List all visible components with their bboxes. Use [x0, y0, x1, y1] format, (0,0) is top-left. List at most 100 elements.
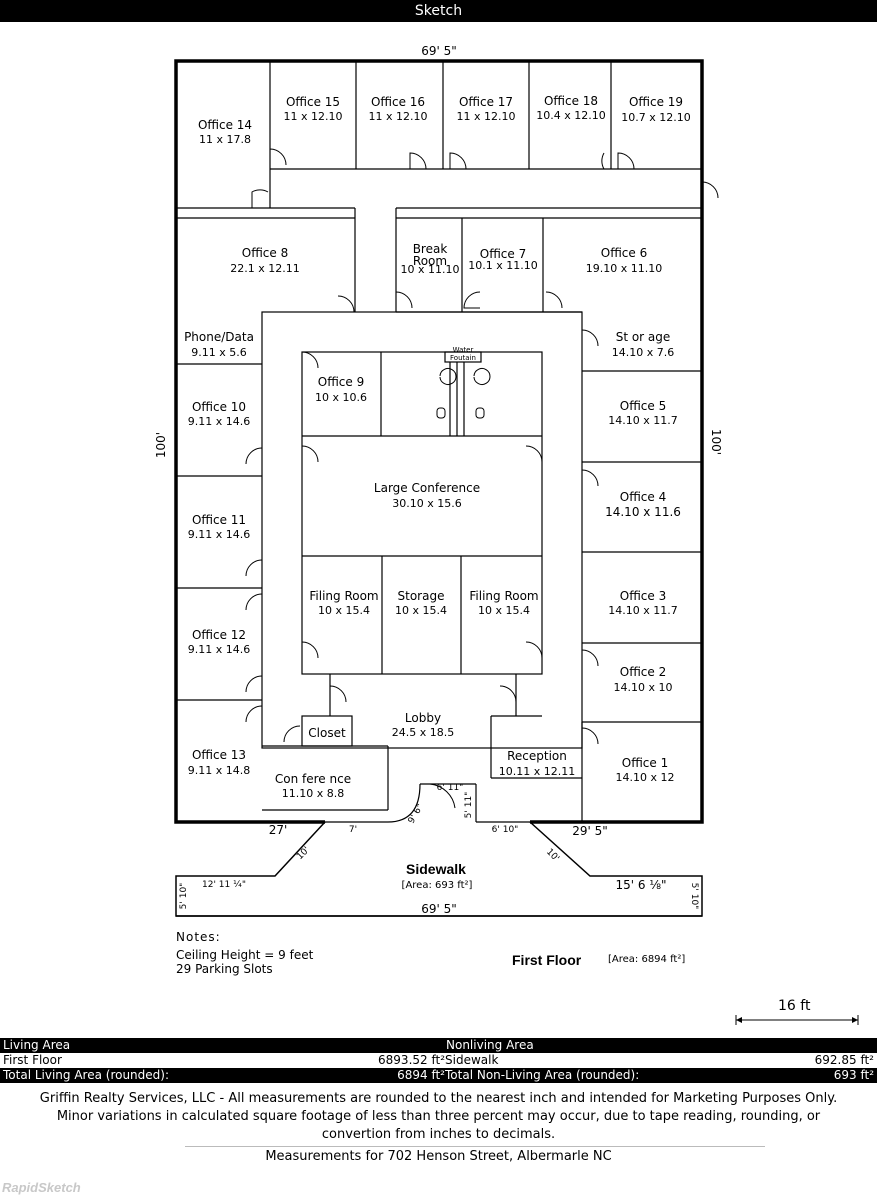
- interior-walls: [176, 61, 702, 823]
- room-office-7: Office 7: [480, 247, 526, 261]
- room-office-15: Office 15: [286, 95, 340, 109]
- room-lobby-size: 24.5 x 18.5: [392, 726, 455, 739]
- room-office-8-size: 22.1 x 12.11: [230, 262, 300, 275]
- room-reception: Reception: [507, 749, 567, 763]
- floor-area: [Area: 6894 ft²]: [608, 954, 686, 965]
- room-office-13: Office 13: [192, 748, 246, 762]
- room-phone-data: Phone/Data: [184, 330, 254, 344]
- sidewalk-row-value: 692.85 ft²: [814, 1053, 874, 1067]
- room-break-room: Break: [413, 242, 448, 256]
- floor-label: First Floor: [512, 952, 582, 968]
- room-office-2: Office 2: [620, 665, 666, 679]
- disclaimer-line-1: Griffin Realty Services, LLC - All measu…: [39, 1091, 838, 1106]
- room-large-conference: Large Conference: [374, 481, 480, 495]
- room-office-14: Office 14: [198, 118, 252, 132]
- dim-6-10: 6' 10": [492, 825, 519, 835]
- room-office-15-size: 11 x 12.10: [284, 110, 343, 123]
- sidewalk-area: [Area: 693 ft²]: [402, 880, 473, 891]
- room-office-19-size: 10.7 x 12.10: [621, 111, 691, 124]
- area-table: Living Area Nonliving Area First Floor 6…: [0, 1038, 877, 1083]
- room-office-8: Office 8: [242, 246, 288, 260]
- disclaimer: Griffin Realty Services, LLC - All measu…: [0, 1090, 877, 1144]
- room-storage-right: St or age: [616, 330, 671, 344]
- sidewalk-row-label: Sidewalk: [445, 1053, 499, 1067]
- room-office-5: Office 5: [620, 399, 666, 413]
- room-office-17: Office 17: [459, 95, 513, 109]
- doors: [245, 148, 719, 745]
- sidewalk-label: Sidewalk: [406, 861, 466, 877]
- room-office-18-size: 10.4 x 12.10: [536, 109, 606, 122]
- room-office-3-size: 14.10 x 11.7: [608, 604, 678, 617]
- area-row-total: Total Living Area (rounded): 6894 ft² To…: [0, 1068, 877, 1083]
- sidewalk-right-depth: 5' 10": [689, 883, 699, 910]
- first-floor-value: 6893.52 ft²: [378, 1053, 445, 1067]
- bottom-dimension: 69' 5": [421, 902, 457, 916]
- room-office-9-size: 10 x 10.6: [315, 391, 367, 404]
- room-office-4: Office 4: [620, 490, 666, 504]
- room-office-11-size: 9.11 x 14.6: [188, 528, 251, 541]
- room-filing-right: Filing Room: [469, 589, 538, 603]
- room-office-16: Office 16: [371, 95, 425, 109]
- room-lobby: Lobby: [405, 711, 441, 725]
- total-living-value: 6894 ft²: [306, 1068, 445, 1083]
- sidewalk-left-depth: 5' 10": [179, 883, 189, 910]
- notes-heading: Notes:: [176, 930, 221, 944]
- room-office-11: Office 11: [192, 513, 246, 527]
- room-filing-right-size: 10 x 15.4: [478, 604, 530, 617]
- scale-line-icon: [735, 1015, 859, 1025]
- room-office-12-size: 9.11 x 14.6: [188, 643, 251, 656]
- room-office-1-size: 14.10 x 12: [616, 771, 675, 784]
- scale-bar: 16 ft: [734, 998, 860, 1026]
- brand-logo: RapidSketch: [2, 1180, 81, 1195]
- room-office-13-size: 9.11 x 14.8: [188, 764, 251, 777]
- dim-10-right: 10': [544, 847, 561, 864]
- total-nonliving-value: 693 ft²: [769, 1068, 877, 1083]
- top-dimension: 69' 5": [421, 44, 457, 58]
- room-office-16-size: 11 x 12.10: [369, 110, 428, 123]
- room-office-2-size: 14.10 x 10: [614, 681, 673, 694]
- area-table-header: Living Area Nonliving Area: [0, 1038, 877, 1053]
- floor-plan: 69' 5" 100' 100' Office 14 11 x 17.8 Off…: [154, 44, 723, 917]
- right-dimension: 100': [709, 429, 723, 455]
- divider: [185, 1146, 765, 1147]
- room-office-12: Office 12: [192, 628, 246, 642]
- disclaimer-line-2: Minor variations in calculated square fo…: [56, 1109, 821, 1124]
- total-nonliving-label: Total Non-Living Area (rounded):: [445, 1068, 770, 1083]
- room-office-10: Office 10: [192, 400, 246, 414]
- room-office-1: Office 1: [622, 756, 668, 770]
- room-conference-size: 11.10 x 8.8: [282, 787, 345, 800]
- room-filing-left-size: 10 x 15.4: [318, 604, 370, 617]
- room-storage-right-size: 14.10 x 7.6: [612, 346, 675, 359]
- sidewalk-left-length: 12' 11 ¼": [202, 880, 246, 890]
- dim-27: 27': [269, 823, 288, 837]
- outer-walls: [174, 59, 704, 824]
- room-labels: Office 14 11 x 17.8 Office 15 11 x 12.10…: [184, 94, 691, 800]
- disclaimer-line-3: convertion from inches to decimals.: [321, 1127, 556, 1142]
- room-storage-center-size: 10 x 15.4: [395, 604, 447, 617]
- room-closet: Closet: [308, 726, 346, 740]
- dim-5-11: 5' 11": [464, 792, 474, 819]
- scale-label: 16 ft: [778, 998, 811, 1014]
- area-row-first-floor: First Floor 6893.52 ft² Sidewalk 692.85 …: [0, 1053, 877, 1068]
- nonliving-area-header: Nonliving Area: [306, 1038, 877, 1053]
- room-break-room-size: 10 x 11.10: [401, 263, 460, 276]
- room-office-4-size: 14.10 x 11.6: [605, 505, 681, 519]
- room-office-6: Office 6: [601, 246, 647, 260]
- measurements-address: Measurements for 702 Henson Street, Albe…: [265, 1149, 612, 1164]
- notes: Notes: Ceiling Height = 9 feet 29 Parkin…: [176, 930, 313, 976]
- sidewalk: Sidewalk [Area: 693 ft²] 12' 11 ¼" 15' 6…: [175, 821, 703, 917]
- room-phone-data-size: 9.11 x 5.6: [191, 346, 247, 359]
- dim-10-left: 10': [295, 845, 312, 862]
- room-office-3: Office 3: [620, 589, 666, 603]
- total-living-label: Total Living Area (rounded):: [0, 1068, 306, 1083]
- sketch-title-bar: Sketch: [0, 0, 877, 22]
- dim-7: 7': [349, 825, 357, 835]
- room-conference: Con fere nce: [275, 772, 351, 786]
- dim-6-11: 6' 11": [437, 783, 464, 793]
- dim-29-5: 29' 5": [572, 824, 608, 838]
- living-area-header: Living Area: [0, 1038, 306, 1053]
- room-large-conference-size: 30.10 x 15.6: [392, 497, 462, 510]
- room-reception-size: 10.11 x 12.11: [499, 765, 575, 778]
- room-office-19: Office 19: [629, 95, 683, 109]
- notes-parking: 29 Parking Slots: [176, 962, 273, 976]
